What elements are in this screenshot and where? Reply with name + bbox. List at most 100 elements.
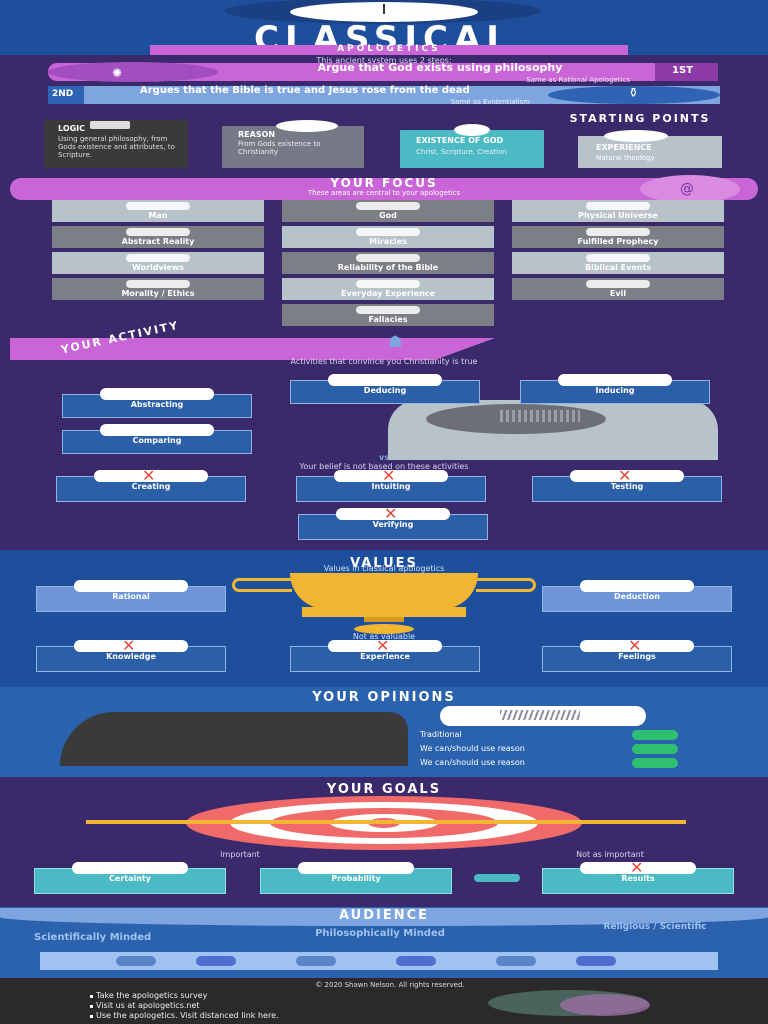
x-icon: ✕ — [122, 636, 136, 655]
audience-left: Scientifically Minded — [34, 932, 152, 943]
activity-bad-icon — [570, 470, 684, 482]
bullet-icon — [90, 1015, 93, 1018]
focus-cell-icon — [126, 202, 190, 210]
x-icon: ✕ — [618, 466, 632, 485]
audience-middle: Philosophically Minded — [315, 928, 445, 939]
footer-blob-2 — [560, 994, 650, 1016]
focus-cell-label: Morality / Ethics — [121, 289, 195, 298]
focus-cell-label: Fallacies — [368, 315, 408, 324]
focus-cell — [52, 200, 264, 222]
person-icon — [116, 956, 156, 966]
clock-hand-icon — [383, 4, 385, 14]
goal-icon — [72, 862, 188, 874]
footer-link[interactable]: Use the apologetics. Visit distanced lin… — [96, 1011, 279, 1020]
x-icon: ✕ — [382, 466, 396, 485]
focus-cell-icon — [356, 254, 420, 262]
trophy-handle-right — [476, 578, 536, 592]
focus-cell-label: God — [379, 211, 397, 220]
page-subtitle: APOLOGETICS — [337, 44, 441, 54]
x-icon: ✕ — [628, 636, 642, 655]
activity-label: Inducing — [595, 386, 635, 395]
cloud-lines — [500, 710, 580, 720]
focus-cell — [52, 226, 264, 248]
values-label: Rational — [112, 592, 150, 601]
activity-bad-icon — [334, 470, 448, 482]
focus-cell-icon — [586, 254, 650, 262]
opinion-item: We can/should use reason — [420, 758, 525, 767]
trophy-base — [302, 607, 466, 617]
focus-cell-icon — [586, 228, 650, 236]
person-icon — [396, 956, 436, 966]
activity-label: Abstracting — [130, 400, 184, 409]
activity-bad-label: Testing — [610, 482, 644, 491]
focus-cell-icon — [586, 202, 650, 210]
focus-cell-icon — [126, 280, 190, 288]
audience-arc — [0, 908, 768, 926]
focus-cell — [512, 226, 724, 248]
step2-oval — [548, 86, 720, 104]
arrow-shaft-icon — [86, 820, 686, 824]
trophy-cup-icon — [290, 573, 478, 609]
activity-label: Deducing — [363, 386, 407, 395]
person-icon — [196, 956, 236, 966]
starting-card-name: LOGIC — [58, 124, 86, 133]
sparkle-icon: ✺ — [112, 66, 123, 80]
focus-cell — [52, 278, 264, 300]
starting-points-title: STARTING POINTS — [569, 112, 711, 125]
starting-card-name: REASON — [238, 130, 276, 139]
logic-icon — [90, 121, 130, 129]
step2-num: 2ND — [52, 89, 74, 99]
goals-title: YOUR GOALS — [326, 782, 442, 797]
focus-cell — [282, 200, 494, 222]
activity-label: Comparing — [132, 436, 182, 445]
bullet-icon — [90, 995, 93, 998]
step1-num: 1ST — [672, 65, 693, 76]
focus-cell — [282, 226, 494, 248]
uses-steps-text: This ancient system uses 2 steps: — [316, 56, 452, 65]
starting-card-text: Christ, Scripture, Creation — [416, 148, 507, 156]
opinion-item: Traditional — [420, 730, 462, 739]
check-icon — [632, 730, 678, 740]
activity-bad-label: Verifying — [372, 520, 414, 529]
focus-cell-icon — [356, 228, 420, 236]
footer-link[interactable]: Visit us at apologetics.net — [96, 1001, 200, 1010]
focus-cell-label: Reliability of the Bible — [337, 263, 439, 272]
person-icon: ☗ — [388, 332, 403, 351]
goal-icon — [580, 862, 696, 874]
swirl-icon: @ — [680, 181, 694, 197]
audience-right: Religious / Scientific — [603, 922, 707, 932]
person-icon — [296, 956, 336, 966]
focus-cell-icon — [356, 280, 420, 288]
focus-cell-icon — [126, 228, 190, 236]
focus-cell-label: Biblical Events — [584, 263, 652, 272]
focus-cell — [282, 252, 494, 274]
footer-copyright: © 2020 Shawn Nelson. All rights reserved… — [315, 981, 465, 989]
goal-label: Probability — [331, 874, 381, 883]
focus-cell-label: Everyday Experience — [341, 289, 435, 298]
person-icon — [496, 956, 536, 966]
activity-bad-icon — [336, 508, 450, 520]
values-icon — [74, 580, 188, 592]
activity-icon — [100, 424, 214, 436]
trophy-icon: ⚱ — [628, 86, 639, 101]
activity-bad-icon — [94, 470, 208, 482]
values-bad-label: Experience — [360, 652, 410, 661]
starting-card-text: From Gods existence to Christianity — [238, 140, 321, 156]
focus-cell-label: Abstract Reality — [121, 237, 195, 246]
focus-cell-label: Physical Universe — [578, 211, 658, 220]
focus-cell-label: Evil — [609, 289, 627, 298]
focus-cell — [512, 278, 724, 300]
footer-link[interactable]: Take the apologetics survey — [96, 991, 208, 1000]
check-icon — [632, 758, 678, 768]
values-subtitle: Values in classical apologetics — [323, 564, 445, 573]
activity-bad-label: Creating — [131, 482, 171, 491]
starting-card-text: Natural theology — [596, 154, 655, 162]
values-bad-icon — [74, 640, 188, 652]
activity-icon — [558, 374, 672, 386]
focus-cell — [282, 304, 494, 326]
step2-num-box — [48, 86, 84, 104]
values-icon — [580, 580, 694, 592]
values-bad-icon — [580, 640, 694, 652]
values-label: Deduction — [614, 592, 660, 601]
